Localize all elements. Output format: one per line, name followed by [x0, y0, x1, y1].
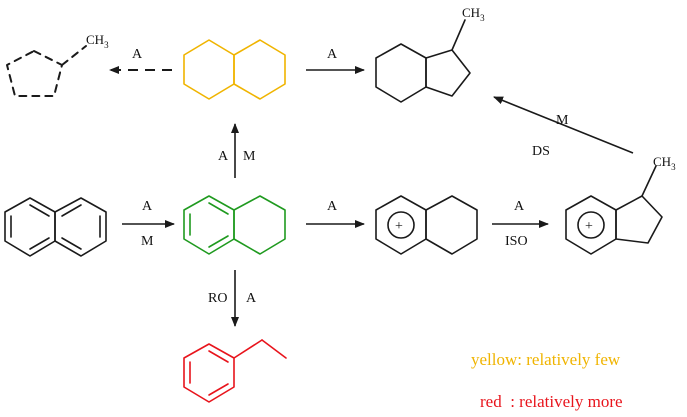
tetralin-cation	[375, 195, 478, 255]
label-arrow-naph-a: A	[142, 199, 153, 214]
methyl-label-indane: CH3	[653, 154, 676, 172]
tetralin-green	[183, 195, 286, 255]
label-arrow-up-m: M	[243, 149, 256, 164]
label-arrow-iso-a: A	[514, 199, 525, 214]
label-arrow-down-ro: RO	[208, 291, 227, 306]
label-arrow-a-right: A	[327, 47, 338, 62]
charge-plus-indane: +	[585, 219, 593, 234]
methylindane-cation	[565, 165, 663, 255]
label-arrow-tetralin-a: A	[327, 199, 338, 214]
legend-red: red : relatively more	[480, 392, 623, 411]
legend-yellow: yellow: relatively few	[471, 350, 621, 369]
methyl-label-cyclopentane: CH3	[86, 32, 109, 50]
methyl-label-hydrindane: CH3	[462, 5, 485, 23]
label-arrow-iso-iso: ISO	[505, 234, 528, 249]
label-arrow-ds-m: M	[556, 113, 569, 128]
label-arrow-naph-m: M	[141, 234, 154, 249]
label-arrow-a-left: A	[132, 47, 143, 62]
label-arrow-down-a: A	[246, 291, 257, 306]
naphthalene	[4, 197, 107, 257]
decalin-yellow	[183, 39, 286, 100]
label-arrow-up-a: A	[218, 149, 229, 164]
charge-plus-tetralin: +	[395, 219, 403, 234]
arrow-ds	[493, 96, 634, 154]
ethylbenzene-red	[183, 339, 287, 403]
methylcyclopentane-dashed	[6, 45, 87, 97]
methylhydrindane	[375, 19, 471, 103]
label-arrow-ds-ds: DS	[532, 144, 550, 159]
